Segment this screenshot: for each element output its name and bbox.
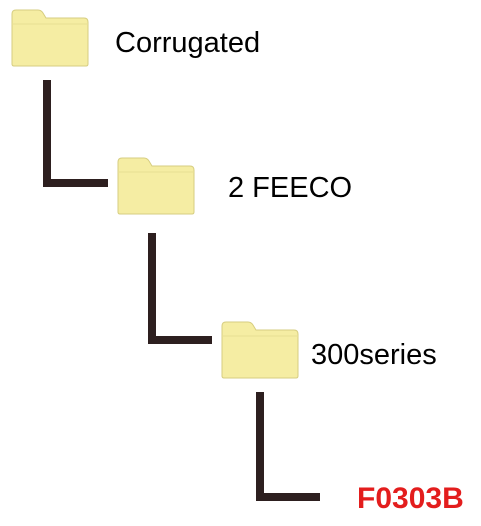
- folder-label-300series[interactable]: 300series: [311, 339, 437, 371]
- folder-icon[interactable]: [116, 156, 196, 216]
- folder-label-feeco[interactable]: 2 FEECO: [228, 172, 353, 204]
- connector-level2-to-level3: [148, 233, 212, 344]
- folder-label-corrugated[interactable]: Corrugated: [115, 27, 261, 59]
- folder-icon-graphic: [117, 157, 195, 215]
- connector-level3-to-leaf: [256, 392, 320, 501]
- folder-icon[interactable]: [10, 8, 90, 68]
- file-label-f0303b[interactable]: F0303B: [357, 482, 464, 515]
- folder-icon-graphic: [221, 321, 299, 379]
- folder-icon[interactable]: [220, 320, 300, 380]
- folder-icon-graphic: [11, 9, 89, 67]
- connector-level1-to-level2: [43, 80, 108, 187]
